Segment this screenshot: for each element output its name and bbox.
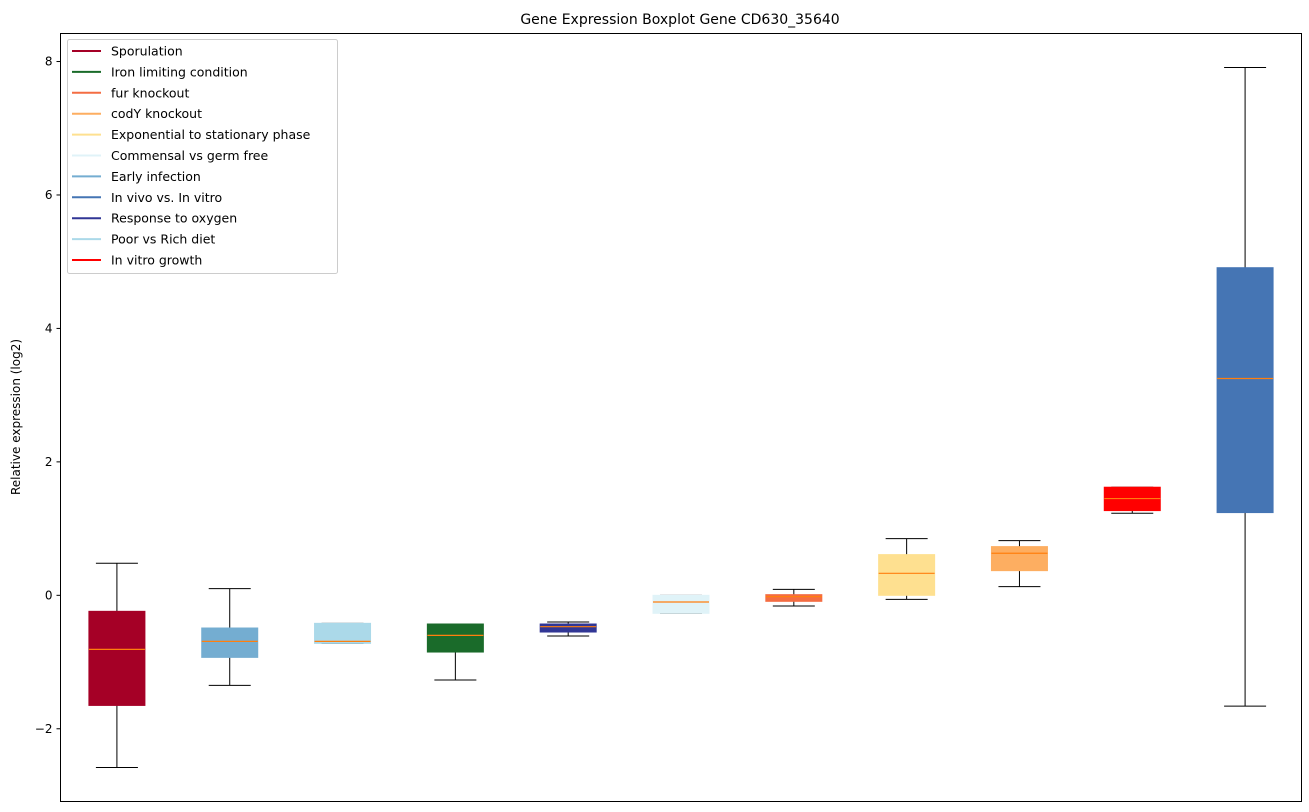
box-early-infection bbox=[201, 588, 259, 686]
box-body bbox=[88, 610, 146, 706]
box-body bbox=[652, 594, 710, 614]
chart-title: Gene Expression Boxplot Gene CD630_35640 bbox=[520, 12, 839, 28]
box-fur-knockout bbox=[765, 588, 823, 607]
box-commensal-vs-germ-free bbox=[652, 594, 710, 614]
legend-label: Sporulation bbox=[111, 44, 183, 59]
y-tick-label: −2 bbox=[35, 722, 53, 736]
box-in-vivo-vs-in-vitro bbox=[1216, 67, 1274, 707]
box-body bbox=[765, 594, 823, 602]
box-body bbox=[201, 627, 259, 658]
box-response-to-oxygen bbox=[539, 621, 597, 637]
legend-label: fur knockout bbox=[111, 85, 189, 100]
box-cody-knockout bbox=[990, 540, 1048, 588]
legend-label: Early infection bbox=[111, 169, 201, 184]
box-poor-vs-rich-diet bbox=[314, 622, 372, 644]
legend-frame bbox=[67, 39, 338, 274]
legend-label: Iron limiting condition bbox=[111, 64, 248, 79]
legend-label: In vitro growth bbox=[111, 253, 202, 268]
legend-label: Commensal vs germ free bbox=[111, 148, 268, 163]
legend-label: Poor vs Rich diet bbox=[111, 232, 215, 247]
legend-label: Exponential to stationary phase bbox=[111, 127, 311, 142]
legend-label: In vivo vs. In vitro bbox=[111, 190, 222, 205]
box-body bbox=[314, 622, 372, 644]
box-body bbox=[426, 623, 484, 653]
legend-label: Response to oxygen bbox=[111, 211, 237, 226]
legend-label: codY knockout bbox=[111, 106, 202, 121]
box-body bbox=[990, 546, 1048, 572]
y-tick-label: 8 bbox=[45, 55, 53, 69]
y-axis-label: Relative expression (log2) bbox=[9, 339, 23, 495]
y-tick-label: 6 bbox=[45, 188, 53, 202]
box-in-vitro-growth bbox=[1103, 486, 1161, 514]
y-tick-label: 0 bbox=[45, 588, 53, 602]
plot-frame bbox=[60, 33, 1302, 802]
y-tick-label: 2 bbox=[45, 455, 53, 469]
box-iron-limiting-condition bbox=[426, 623, 484, 681]
y-tick-label: 4 bbox=[45, 321, 53, 335]
box-body bbox=[1216, 267, 1274, 514]
box-sporulation bbox=[88, 562, 146, 768]
box-exponential-to-stationary-phase bbox=[878, 538, 936, 600]
box-body bbox=[539, 623, 597, 633]
box-body bbox=[878, 554, 936, 596]
